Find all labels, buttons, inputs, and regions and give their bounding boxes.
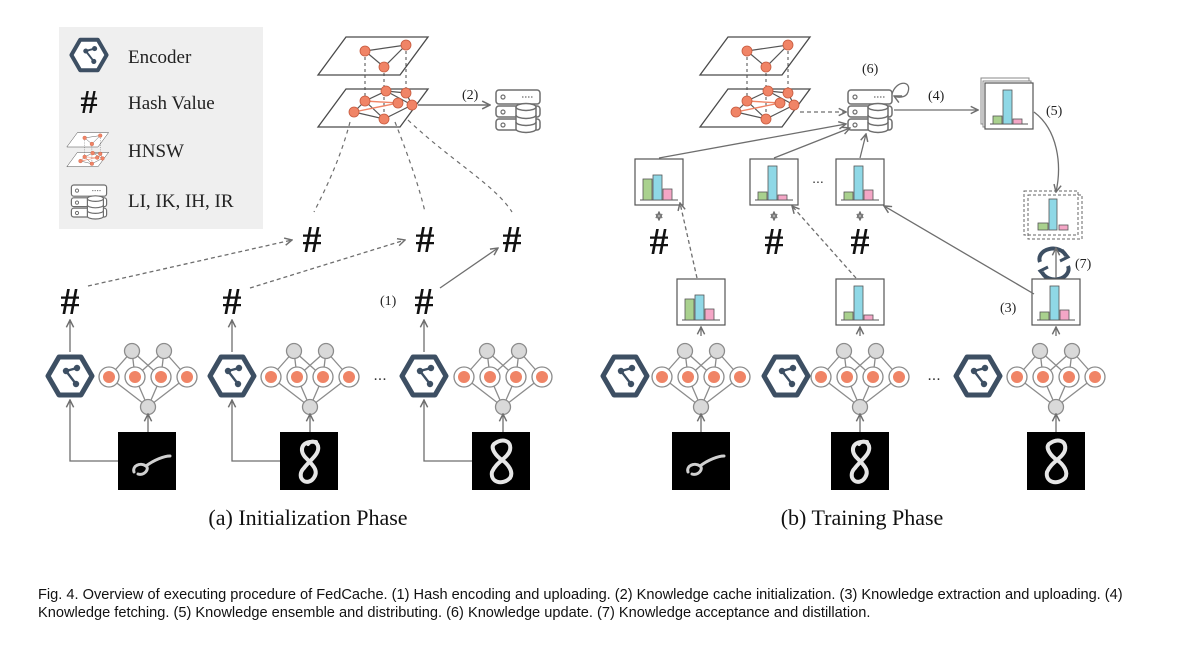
knowledge-chart bbox=[749, 158, 799, 206]
legend-encoder-label: Encoder bbox=[128, 47, 192, 68]
step-3-label: (3) bbox=[1000, 301, 1017, 316]
figure-caption: Fig. 4. Overview of executing procedure … bbox=[38, 587, 1123, 621]
hash-icon: # bbox=[223, 281, 242, 323]
hash-icon: # bbox=[61, 281, 80, 323]
encoder-icon bbox=[48, 357, 92, 395]
ellipsis: ... bbox=[812, 170, 824, 186]
network-icon bbox=[651, 342, 751, 416]
panel-initialization: (2) # # # # # # (1) ... bbox=[48, 36, 553, 530]
digit-image bbox=[278, 430, 340, 492]
hnsw-icon bbox=[317, 36, 429, 128]
knowledge-chart bbox=[676, 278, 726, 326]
hash-icon: # bbox=[765, 221, 784, 263]
server-icon bbox=[847, 89, 893, 134]
refresh-icon bbox=[1037, 246, 1071, 282]
legend-hash-label: Hash Value bbox=[128, 93, 215, 114]
step-6-label: (6) bbox=[862, 62, 879, 77]
digit-image bbox=[829, 430, 891, 492]
ellipsis: ... bbox=[373, 367, 386, 384]
panel-training: (6) (4) (5) (7) ... bbox=[603, 36, 1106, 530]
digit-image bbox=[116, 430, 178, 492]
encoder-icon bbox=[402, 357, 446, 395]
panel-b-title: (b) Training Phase bbox=[781, 505, 944, 530]
digit-image bbox=[670, 430, 732, 492]
network-icon bbox=[810, 342, 910, 416]
digit-image bbox=[470, 430, 532, 492]
server-icon bbox=[495, 89, 541, 134]
step-4-label: (4) bbox=[928, 89, 945, 104]
knowledge-chart bbox=[835, 158, 885, 206]
encoder-icon bbox=[603, 357, 647, 395]
hash-icon: # bbox=[303, 219, 322, 261]
hash-icon: # bbox=[650, 221, 669, 263]
server-icon bbox=[70, 184, 108, 220]
network-icon bbox=[98, 342, 198, 416]
network-icon bbox=[260, 342, 360, 416]
network-icon bbox=[1006, 342, 1106, 416]
ensembled-knowledge bbox=[1023, 190, 1083, 240]
step-5-label: (5) bbox=[1046, 104, 1063, 119]
panel-a-title: (a) Initialization Phase bbox=[208, 505, 407, 530]
fetched-knowledge bbox=[980, 77, 1034, 130]
encoder-icon bbox=[764, 357, 808, 395]
hash-icon: # bbox=[415, 281, 434, 323]
legend-server-label: LI, IK, IH, IR bbox=[128, 191, 234, 212]
digit-image bbox=[1025, 430, 1087, 492]
hash-icon: # bbox=[81, 84, 98, 121]
hash-icon: # bbox=[503, 219, 522, 261]
ellipsis: ... bbox=[927, 367, 940, 384]
step-7-label: (7) bbox=[1075, 257, 1092, 272]
knowledge-chart bbox=[835, 278, 885, 326]
encoder-icon bbox=[210, 357, 254, 395]
legend-hnsw-label: HNSW bbox=[128, 141, 184, 162]
encoder-icon bbox=[71, 40, 106, 70]
step-1-label: (1) bbox=[380, 294, 397, 309]
hash-icon: # bbox=[851, 221, 870, 263]
hash-icon: # bbox=[416, 219, 435, 261]
step-2-label: (2) bbox=[462, 88, 479, 103]
knowledge-chart bbox=[1031, 278, 1081, 326]
knowledge-chart bbox=[634, 158, 684, 206]
network-icon bbox=[453, 342, 553, 416]
hnsw-icon bbox=[699, 36, 811, 128]
legend: Encoder # Hash Value HNSW LI, IK, IH, IR bbox=[59, 27, 263, 229]
encoder-icon bbox=[956, 357, 1000, 395]
